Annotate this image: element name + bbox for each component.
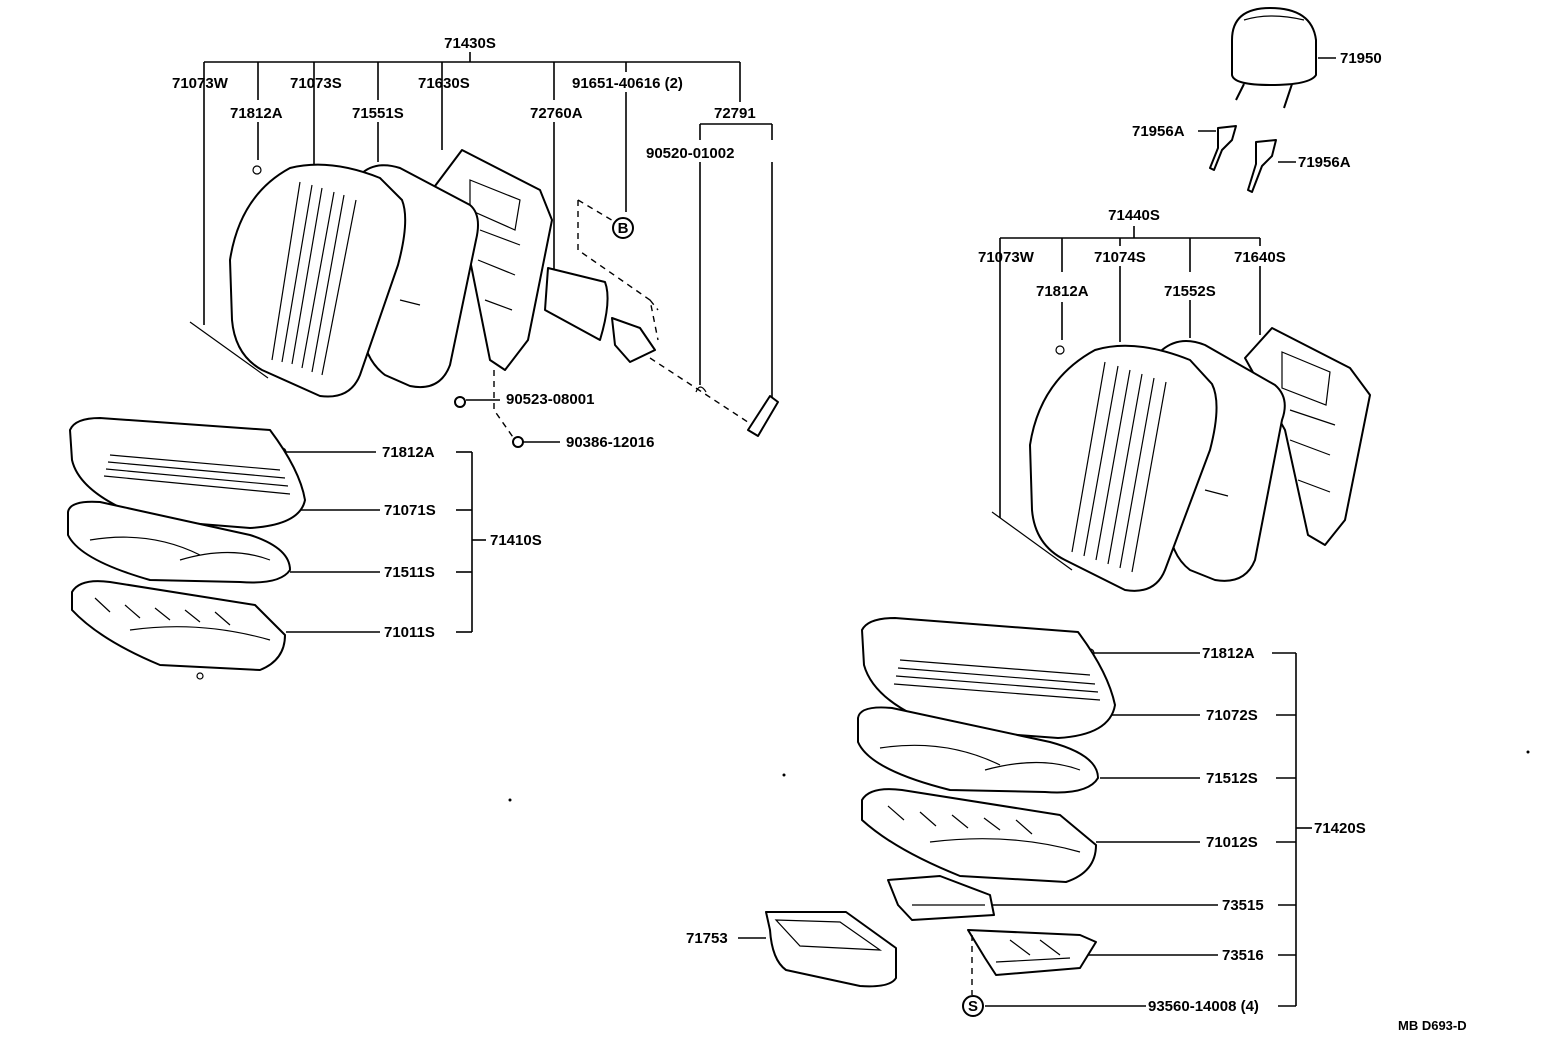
right-cushion-callouts [738, 652, 1312, 1007]
tray-71753 [765, 911, 897, 988]
label-71512S: 71512S [1206, 770, 1258, 787]
label-91651-40616: 91651-40616 (2) [572, 75, 683, 92]
label-71071S: 71071S [384, 502, 436, 519]
label-71074S: 71074S [1094, 249, 1146, 266]
label-71012S: 71012S [1206, 834, 1258, 851]
label-71420S: 71420S [1314, 820, 1366, 837]
right-seatback-parts [991, 327, 1371, 592]
hog-ring-71812A [252, 165, 262, 175]
cushion-frame-71012S [861, 788, 1097, 883]
label-71511S: 71511S [384, 564, 435, 581]
cushion-frame-71011S [71, 580, 286, 671]
label-71753: 71753 [686, 930, 728, 947]
hinge-knob [611, 317, 656, 363]
clip-90520-01002 [695, 386, 707, 393]
cushion-pad-71512S [857, 706, 1099, 794]
label-71950: 71950 [1340, 50, 1382, 67]
hog-ring-71812A-right-back [1055, 345, 1065, 355]
seatback-cover-71074S [1029, 344, 1218, 592]
label-71072S: 71072S [1206, 707, 1258, 724]
left-seatback-labels: 71430S 71073W 71073S 71630S 91651-40616 … [172, 35, 756, 451]
right-seatback-callouts [999, 226, 1261, 518]
left-cushion-callouts [286, 451, 486, 633]
label-71011S: 71011S [384, 624, 435, 641]
wire-71073W-right [991, 511, 1073, 571]
release-rod-72791 [747, 395, 779, 437]
wire-71073W-left [189, 321, 269, 379]
label-71956A-right: 71956A [1298, 154, 1351, 171]
label-93560-14008: 93560-14008 (4) [1148, 998, 1259, 1015]
left-seatback-callouts [203, 52, 773, 443]
circle-S-marker [962, 995, 984, 1017]
label-71073S: 71073S [290, 75, 342, 92]
label-71430S: 71430S [444, 35, 496, 52]
label-72791: 72791 [714, 105, 756, 122]
label-71630S: 71630S [418, 75, 470, 92]
bolt-90523-08001 [454, 396, 466, 408]
headrest-guide-71956A-right [1247, 139, 1277, 193]
right-cushion-parts: S [765, 617, 1116, 1017]
label-90386-12016: 90386-12016 [566, 434, 654, 451]
right-seatback-labels: 71440S 71073W 71074S 71640S 71812A 71552… [978, 207, 1286, 300]
cushion-cover-71071S [69, 417, 306, 529]
label-S: S [968, 998, 978, 1015]
bracket-73515 [887, 875, 995, 921]
label-71812A-left-cushion: 71812A [382, 444, 435, 461]
cushion-cover-71072S [861, 617, 1116, 739]
label-71073W: 71073W [172, 75, 229, 92]
headrest-group: 71950 71956A 71956A [1132, 7, 1382, 193]
nut-90386-12016 [512, 436, 524, 448]
left-seatback-parts: B [189, 149, 779, 448]
label-90520-01002: 90520-01002 [646, 145, 734, 162]
label-71552S: 71552S [1164, 283, 1216, 300]
label-71073W-right: 71073W [978, 249, 1035, 266]
label-B: B [618, 220, 629, 237]
label-71640S: 71640S [1234, 249, 1286, 266]
diagram-code: MB D693-D [1398, 1018, 1467, 1033]
label-73516: 73516 [1222, 947, 1264, 964]
left-cushion-labels: 71812A 71071S 71410S 71511S 71011S [382, 444, 542, 641]
right-cushion-labels: 71812A 71072S 71512S 71420S 71012S 73515… [686, 645, 1366, 1015]
label-71812A-right-back: 71812A [1036, 283, 1089, 300]
circle-B-marker [612, 217, 634, 239]
label-71440S: 71440S [1108, 207, 1160, 224]
label-71410S: 71410S [490, 532, 542, 549]
label-90523-08001: 90523-08001 [506, 391, 594, 408]
label-73515: 73515 [1222, 897, 1264, 914]
label-72760A: 72760A [530, 105, 583, 122]
label-71956A-left: 71956A [1132, 123, 1185, 140]
label-71812A-right-cushion: 71812A [1202, 645, 1255, 662]
label-71812A-left-back: 71812A [230, 105, 283, 122]
label-71551S: 71551S [352, 105, 404, 122]
headrest-71950 [1231, 7, 1317, 86]
hinge-cover-72760A [544, 267, 609, 341]
cushion-pad-71511S [67, 500, 291, 584]
left-cushion-parts [67, 417, 306, 680]
headrest-guide-71956A-left [1209, 125, 1237, 171]
seatback-frame-71640S [1244, 327, 1371, 546]
bracket-73516 [967, 929, 1097, 976]
